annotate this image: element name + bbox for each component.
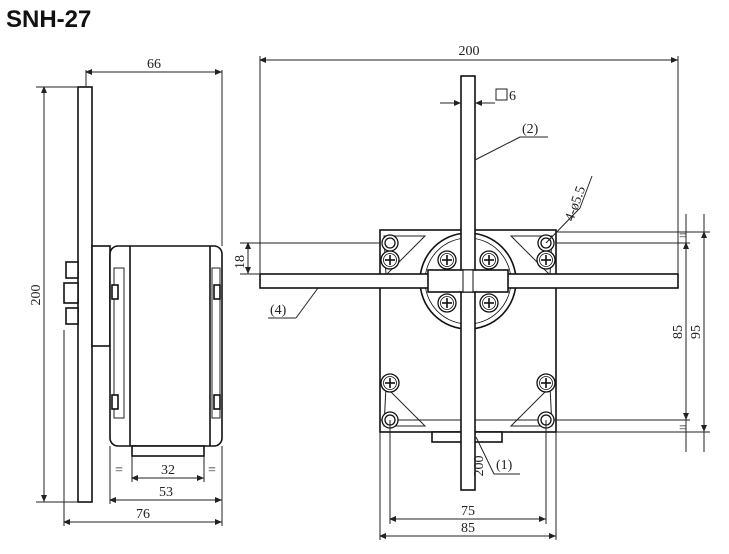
side-flange <box>91 245 111 347</box>
dim-95-vertical: 95 <box>689 325 704 339</box>
label-2: (2) <box>522 122 539 137</box>
dim-side-200: 200 <box>29 285 44 306</box>
dim-holes: 4-ø5.5 <box>563 184 589 223</box>
label-4: (4) <box>270 303 287 318</box>
dim-side-32: 32 <box>161 463 175 478</box>
dim-front-lever-200: 200 <box>472 456 487 477</box>
svg-text:=: = <box>115 463 123 478</box>
dim-front-200: 200 <box>459 44 480 59</box>
page-title: SNH-27 <box>6 6 92 33</box>
dim-85-vertical: 85 <box>671 325 686 339</box>
side-view: 66 200 32 = = 53 76 <box>29 57 223 526</box>
dim-side-66: 66 <box>147 57 161 72</box>
dim-square: 6 <box>509 89 516 104</box>
dim-side-53: 53 <box>159 485 173 500</box>
dim-75: 75 <box>461 504 475 519</box>
side-body <box>109 245 223 447</box>
dim-side-76: 76 <box>136 507 150 522</box>
side-plate <box>77 86 93 503</box>
svg-text:=: = <box>679 229 687 244</box>
housing-screw-right <box>536 373 556 393</box>
housing-screw-left <box>380 373 400 393</box>
svg-text:=: = <box>679 421 687 436</box>
dim-18: 18 <box>233 255 248 269</box>
front-view: 200 6 (2) 4-ø5.5 18 (4) (1) <box>233 44 710 540</box>
label-1: (1) <box>496 458 513 473</box>
svg-text:=: = <box>208 463 216 478</box>
dim-85-horizontal: 85 <box>461 521 475 536</box>
